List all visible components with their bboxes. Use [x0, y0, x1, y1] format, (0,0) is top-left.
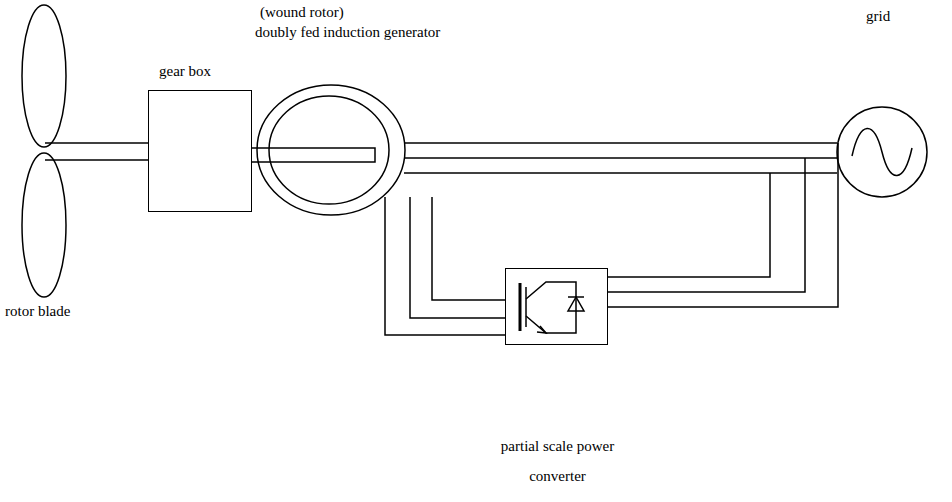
converter-grid-wires	[608, 143, 838, 307]
stator-grid-wires	[404, 143, 837, 173]
partial-scale-power-converter: partial scale power converter	[505, 268, 608, 345]
part-label: gear box	[159, 61, 269, 81]
wire	[608, 173, 770, 277]
grid-source: grid	[836, 106, 928, 198]
part-label: doubly fed induction generator	[255, 22, 495, 42]
rotor-converter-wires	[385, 197, 505, 335]
part-label: rotor blade	[5, 301, 115, 321]
wire	[404, 142, 837, 144]
wire	[385, 197, 505, 335]
wire	[410, 197, 505, 318]
grid-source-outline	[836, 106, 928, 198]
part-label: grid	[866, 6, 916, 26]
partial-scale-power-converter-outline	[506, 269, 609, 346]
wire	[45, 142, 148, 144]
part-label: (wound rotor)	[260, 2, 420, 22]
wire	[404, 172, 837, 174]
doubly-fed-induction-generator-outline	[257, 85, 405, 215]
gear-box: gear box	[148, 90, 252, 212]
wire	[45, 159, 148, 161]
doubly-fed-induction-generator: (wound rotor)doubly fed induction genera…	[257, 85, 405, 215]
wire	[432, 197, 505, 300]
wire	[608, 143, 838, 307]
wire	[404, 157, 837, 159]
part-label: partial scale power converter	[491, 431, 624, 491]
wire	[608, 158, 805, 292]
rotor-blade: rotor blade	[18, 3, 70, 299]
rotor-blade-outline	[18, 3, 70, 299]
rotor-shaft	[45, 143, 148, 160]
